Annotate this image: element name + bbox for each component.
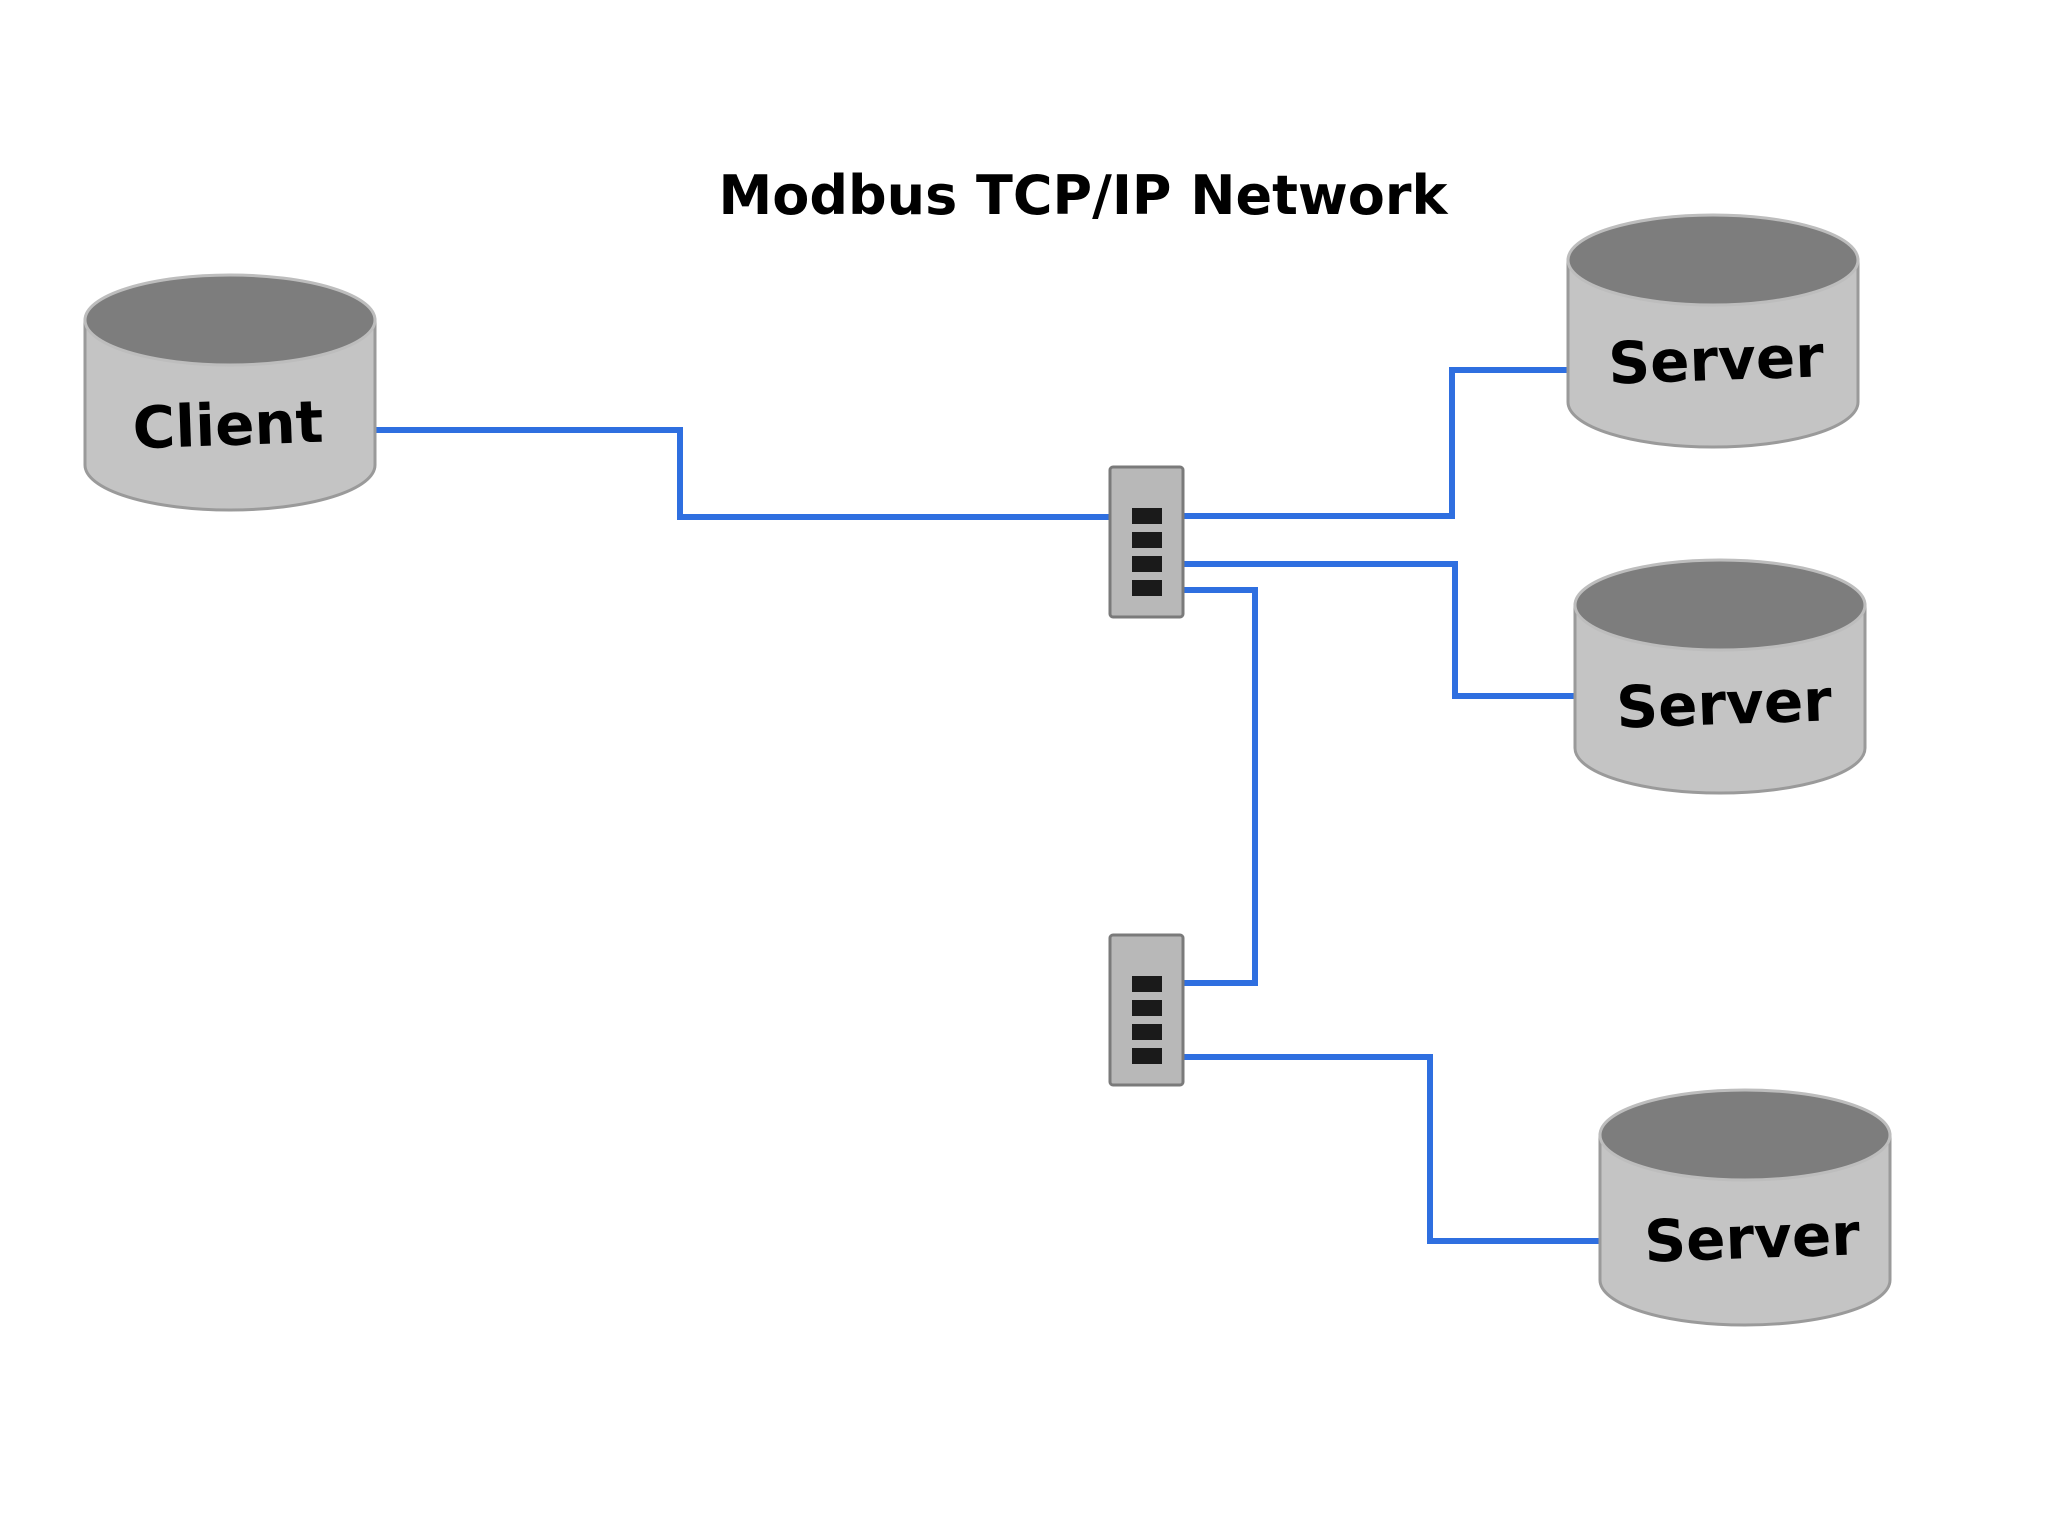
client-node: Client (83, 273, 377, 512)
server-1-label: Server (1607, 322, 1825, 397)
client-cylinder-top (83, 273, 377, 367)
server-node-2: Server (1573, 558, 1867, 795)
switch-2-port (1132, 976, 1162, 992)
links (375, 367, 1600, 1244)
server-3-cylinder-body (1598, 1133, 1892, 1327)
client-label: Client (132, 388, 325, 463)
link-client-switch-1 (375, 427, 1142, 520)
switch-2-port (1132, 1048, 1162, 1064)
server-3-label: Server (1643, 1200, 1861, 1275)
switch-2-port (1132, 1024, 1162, 1040)
switch-2 (1108, 933, 1185, 1087)
switch-1 (1108, 465, 1185, 619)
server-1-cylinder-body (1566, 258, 1860, 449)
link-switch-1-server-1 (1150, 367, 1568, 519)
server-node-3: Server (1598, 1088, 1892, 1327)
server-node-1: Server (1566, 213, 1860, 449)
switch-1-port (1132, 556, 1162, 572)
switch-2-port (1132, 1000, 1162, 1016)
link-switch-1-switch-2 (1150, 587, 1258, 986)
link-switch-1-server-2 (1150, 561, 1575, 699)
server-2-label: Server (1615, 666, 1833, 741)
diagram-title: Modbus TCP/IP Network (719, 164, 1449, 227)
switch-1-port (1132, 532, 1162, 548)
server-1-cylinder-top (1566, 213, 1860, 307)
switch-2-ports (1132, 976, 1162, 1064)
switch-1-port (1132, 508, 1162, 524)
server-3-cylinder-top (1598, 1088, 1892, 1182)
switch-1-port (1132, 580, 1162, 596)
switch-1-ports (1132, 508, 1162, 596)
server-2-cylinder-top (1573, 558, 1867, 652)
server-2-cylinder-body (1573, 603, 1867, 795)
client-cylinder-body (83, 318, 377, 512)
link-switch-2-server-3 (1150, 1054, 1600, 1244)
